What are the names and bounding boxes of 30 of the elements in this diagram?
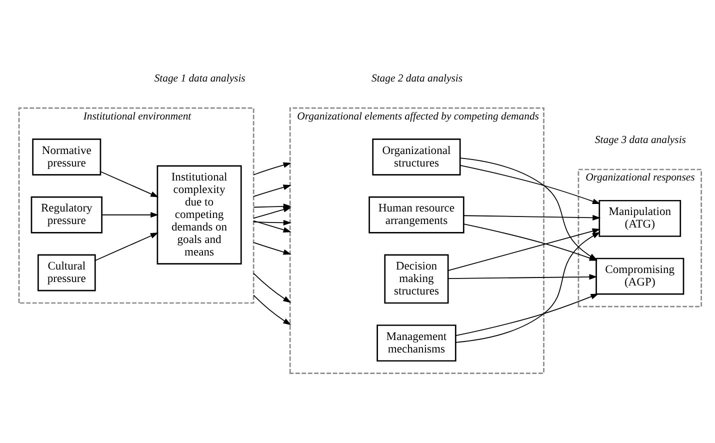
arrow xyxy=(253,294,292,325)
arrow xyxy=(100,170,159,197)
arrow xyxy=(94,232,158,260)
arrow xyxy=(253,272,292,302)
arrow xyxy=(460,164,600,204)
label: Stage 2 data analysis xyxy=(372,72,463,84)
arrow xyxy=(253,219,292,226)
arrow xyxy=(253,162,292,175)
arrow xyxy=(253,203,292,209)
node-box: Institutional complexity due to competing demands on goals and means xyxy=(156,164,242,264)
label: Stage 3 data analysis xyxy=(594,133,686,146)
arrow xyxy=(463,214,601,220)
arrow xyxy=(455,231,600,342)
node-box: Decision making structures xyxy=(384,254,449,304)
arrow xyxy=(448,228,600,270)
arrow xyxy=(253,184,292,196)
arrow xyxy=(448,274,598,280)
node-box: Regulatory pressure xyxy=(30,196,102,233)
node-box: Manipulation (ATG) xyxy=(598,199,682,236)
arrow xyxy=(253,220,292,232)
arrow xyxy=(101,212,159,218)
node-box: Management mechanisms xyxy=(376,324,456,362)
arrow xyxy=(253,242,292,254)
node-box: Human resource arrangements xyxy=(368,196,464,233)
label: Stage 1 data analysis xyxy=(154,72,246,84)
node-box: Compromising (AGP) xyxy=(596,257,684,294)
arrow xyxy=(455,293,599,336)
node-box: Organizational structures xyxy=(372,138,461,175)
node-box: Normative pressure xyxy=(32,138,102,175)
node-box: Cultural pressure xyxy=(38,254,96,291)
